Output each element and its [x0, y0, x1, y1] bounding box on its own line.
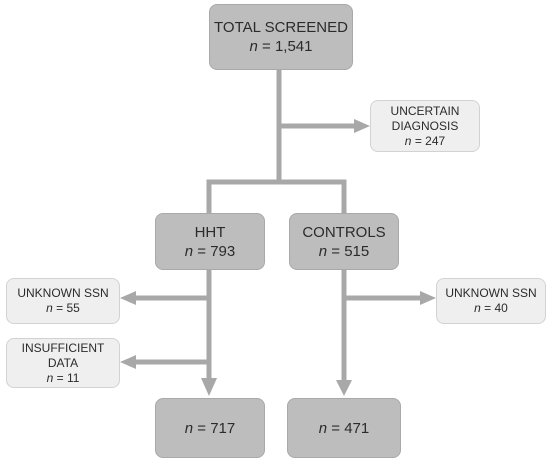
arrowhead-insufficient — [120, 355, 136, 369]
hht-final-count: n = 717 — [184, 419, 236, 437]
insufficient-data-box: INSUFFICIENT DATA n = 11 — [6, 338, 120, 388]
arrowhead-controls-final — [336, 380, 352, 396]
controls-final-box: n = 471 — [287, 398, 401, 458]
controls-final-count: n = 471 — [318, 419, 370, 437]
connector-split — [206, 179, 347, 213]
arrowhead-unknown-right — [420, 291, 436, 305]
insufficient-count: n = 11 — [46, 370, 80, 385]
hht-final-box: n = 717 — [155, 398, 265, 458]
controls-box: CONTROLS n = 515 — [289, 213, 399, 270]
total-screened-box: TOTAL SCREENED n = 1,541 — [209, 4, 353, 70]
total-screened-title: TOTAL SCREENED — [214, 19, 348, 36]
unknown-ssn-right-count: n = 40 — [474, 301, 508, 315]
uncertain-line1: UNCERTAIN — [390, 103, 460, 118]
unknown-ssn-left-box: UNKNOWN SSN n = 55 — [6, 278, 120, 324]
arrowhead-hht-final — [201, 378, 217, 396]
uncertain-line2: DIAGNOSIS — [391, 118, 459, 133]
insufficient-line1: INSUFFICIENT — [21, 340, 105, 355]
arrowhead-uncertain — [354, 119, 370, 133]
hht-count: n = 793 — [184, 242, 236, 260]
hht-box: HHT n = 793 — [155, 213, 265, 270]
total-screened-count: n = 1,541 — [249, 38, 313, 55]
unknown-ssn-right-box: UNKNOWN SSN n = 40 — [436, 278, 546, 324]
unknown-ssn-left-title: UNKNOWN SSN — [17, 286, 109, 300]
uncertain-count: n = 247 — [404, 133, 446, 148]
hht-title: HHT — [194, 223, 226, 241]
controls-title: CONTROLS — [302, 223, 386, 241]
controls-count: n = 515 — [318, 242, 370, 260]
uncertain-diagnosis-box: UNCERTAIN DIAGNOSIS n = 247 — [370, 100, 480, 152]
unknown-ssn-right-title: UNKNOWN SSN — [445, 286, 537, 300]
unknown-ssn-left-count: n = 55 — [46, 301, 80, 315]
arrowhead-unknown-left — [120, 291, 136, 305]
insufficient-line2: DATA — [47, 355, 79, 370]
